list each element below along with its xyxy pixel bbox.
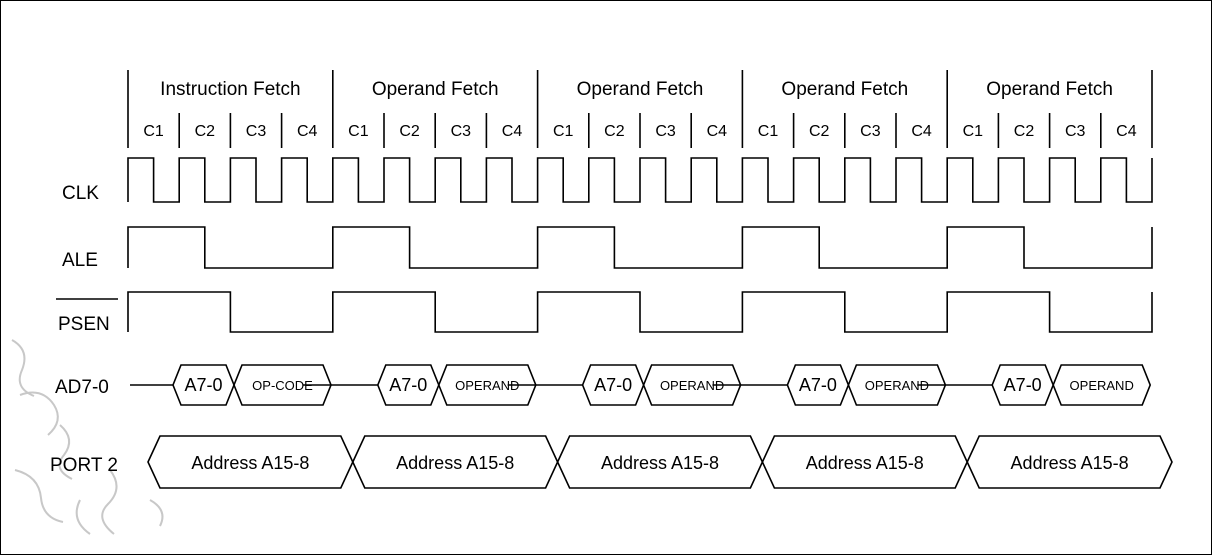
cycle-label: C2 bbox=[195, 123, 216, 140]
cycle-label: C4 bbox=[502, 123, 523, 140]
ad-address-label: A7-0 bbox=[184, 375, 222, 395]
cycle-label: C2 bbox=[1014, 123, 1035, 140]
port2-address-label: Address A15-8 bbox=[806, 453, 924, 473]
ad-address-label: A7-0 bbox=[799, 375, 837, 395]
cycle-labels: C1 C2 C3 C4 C1 C2 C3 C4 C1 C2 C3 C4 C1 C2 C3 C4 C1 C2 C3 C4 bbox=[143, 123, 1136, 140]
ad-data-label: OPERAND bbox=[865, 378, 929, 393]
ad-address-label: A7-0 bbox=[389, 375, 427, 395]
signal-label-port2: PORT 2 bbox=[50, 455, 118, 476]
cycle-label: C1 bbox=[553, 123, 574, 140]
cycle-label: C1 bbox=[143, 123, 164, 140]
cycle-label: C1 bbox=[963, 123, 984, 140]
cycle-label: C3 bbox=[451, 123, 472, 140]
phase-title: Operand Fetch bbox=[781, 79, 908, 100]
watermark-graphic bbox=[11, 339, 164, 535]
cycle-label: C3 bbox=[1065, 123, 1086, 140]
clk-waveform bbox=[127, 157, 1153, 203]
phase-separators bbox=[127, 70, 1153, 148]
ad-bus-waveform: A7-0 OP-CODE A7-0 OPERAND A7-0 OPERAND A7-0 OPE… bbox=[130, 364, 1152, 406]
signal-label-ad: AD7-0 bbox=[55, 377, 109, 398]
port2-bus-waveform: Address A15-8 Address A15-8 Address A15-8 A… bbox=[147, 435, 1173, 489]
signal-label-clk: CLK bbox=[62, 183, 99, 204]
phase-title: Operand Fetch bbox=[986, 79, 1113, 100]
ad-data-label: OPERAND bbox=[455, 378, 519, 393]
port2-address-label: Address A15-8 bbox=[191, 453, 309, 473]
psen-waveform bbox=[127, 291, 1153, 333]
port2-address-label: Address A15-8 bbox=[1011, 453, 1129, 473]
cycle-label: C4 bbox=[911, 123, 932, 140]
ad-data-label: OPERAND bbox=[660, 378, 724, 393]
signal-label-psen: PSEN bbox=[58, 314, 110, 335]
cycle-label: C2 bbox=[399, 123, 420, 140]
cycle-label: C3 bbox=[246, 123, 267, 140]
cycle-label: C4 bbox=[707, 123, 728, 140]
ale-waveform bbox=[127, 226, 1153, 269]
ad-address-label: A7-0 bbox=[1004, 375, 1042, 395]
phase-title: Operand Fetch bbox=[577, 79, 704, 100]
signal-label-ale: ALE bbox=[62, 250, 98, 271]
cycle-label: C1 bbox=[348, 123, 369, 140]
port2-address-segment bbox=[966, 435, 1173, 489]
ad-data-label: OP-CODE bbox=[252, 378, 313, 393]
ad-data-label: OPERAND bbox=[1070, 378, 1134, 393]
cycle-label: C3 bbox=[860, 123, 881, 140]
cycle-label: C3 bbox=[655, 123, 676, 140]
cycle-label: C4 bbox=[297, 123, 318, 140]
phase-titles: Instruction Fetch Operand Fetch Operand Fe… bbox=[160, 79, 1113, 100]
port2-address-label: Address A15-8 bbox=[396, 453, 514, 473]
cycle-label: C2 bbox=[604, 123, 625, 140]
cycle-label: C4 bbox=[1116, 123, 1137, 140]
cycle-ticks bbox=[178, 113, 1102, 148]
cycle-label: C1 bbox=[758, 123, 779, 140]
phase-title: Instruction Fetch bbox=[160, 79, 300, 100]
ad-address-label: A7-0 bbox=[594, 375, 632, 395]
phase-title: Operand Fetch bbox=[372, 79, 499, 100]
port2-address-label: Address A15-8 bbox=[601, 453, 719, 473]
cycle-label: C2 bbox=[809, 123, 830, 140]
ad-data-segment bbox=[1052, 364, 1152, 406]
